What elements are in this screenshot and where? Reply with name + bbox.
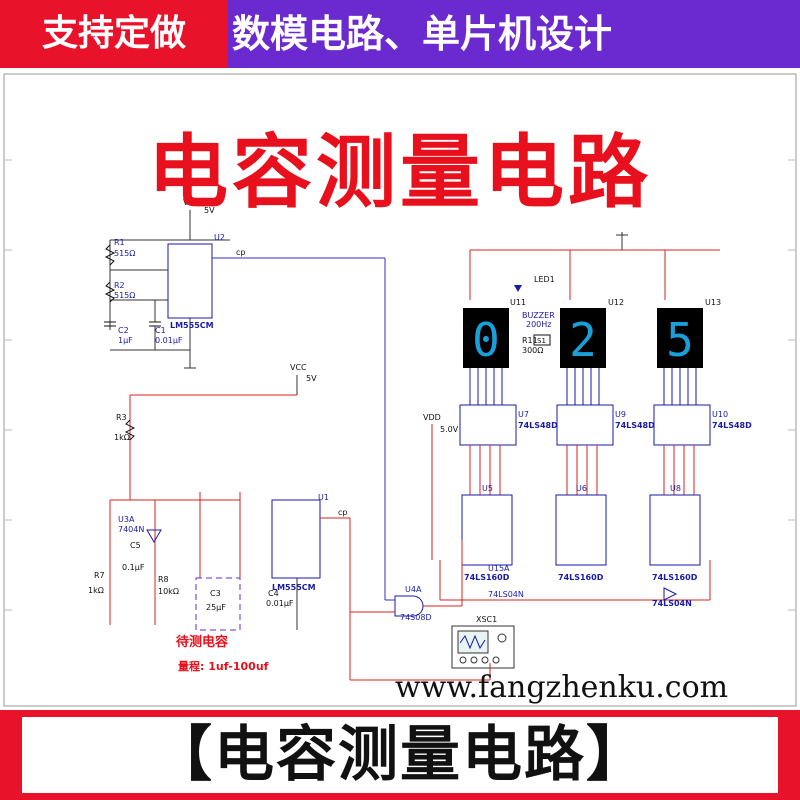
u10-chip <box>653 404 711 446</box>
r1-value: 515Ω <box>114 249 135 258</box>
r11-label: R11 <box>522 336 538 345</box>
measure-u1: VCC 5V R3 1kΩ U3A 7404N C5 0.1μF R7 1kΩ … <box>88 363 351 680</box>
u12-label: U12 <box>608 298 624 307</box>
vcc2-label: VCC <box>290 363 307 372</box>
r1-label: R1 <box>114 238 125 247</box>
bottom-banner: 【电容测量电路】 <box>0 710 800 800</box>
u7-label: U7 <box>518 410 529 419</box>
u4a-label: U4A <box>405 585 422 594</box>
cp2-label: cp <box>338 508 347 517</box>
c2-label: C2 <box>118 326 129 335</box>
r2-label: R2 <box>114 281 125 290</box>
range-label: 量程: 1uf-100uf <box>178 659 269 673</box>
vdd-value: 5.0V <box>440 425 459 434</box>
and-gate-symbol <box>394 595 424 617</box>
u5-chip <box>461 494 513 566</box>
r11-value: 300Ω <box>522 346 543 355</box>
u9-label: U9 <box>615 410 626 419</box>
cap-under-test: 待测电容 <box>175 634 228 650</box>
vcc2-volt: 5V <box>306 374 317 383</box>
custom-banner: 支持定做 <box>0 0 228 68</box>
u3a-part: 7404N <box>118 525 144 534</box>
u6-part: 74LS160D <box>558 573 604 582</box>
u5-part: 74LS160D <box>464 573 510 582</box>
oscillator-u2: VCC 5V R1 515Ω R2 515Ω C2 1μF C1 0.01μF … <box>104 198 386 600</box>
u7-part: 74LS48D <box>518 421 558 430</box>
display-section: LED1 BUZZER 200Hz R11 300Ω S1 U11 U12 U1… <box>350 232 752 681</box>
bottom-title: 【电容测量电路】 <box>22 717 778 793</box>
led1-symbol <box>514 285 522 292</box>
u9-chip <box>556 404 614 446</box>
u7-chip <box>459 404 517 446</box>
u8-chip <box>649 494 701 566</box>
u3a-label: U3A <box>118 515 135 524</box>
service-banner: 数模电路、单片机设计 <box>228 0 800 68</box>
u1-part: LM555CM <box>272 583 316 592</box>
u1-label: U1 <box>318 493 329 502</box>
r2-symbol <box>104 281 116 303</box>
u9-part: 74LS48D <box>615 421 655 430</box>
vdd-label: VDD <box>423 413 441 422</box>
u3a-symbol <box>146 529 162 543</box>
buzzer-label: BUZZER <box>522 311 555 320</box>
u13-label: U13 <box>705 298 721 307</box>
sheet-frame <box>3 73 797 707</box>
r7-value: 1kΩ <box>88 586 104 595</box>
u11-label: U11 <box>510 298 526 307</box>
u5-label: U5 <box>482 484 493 493</box>
buzzer-freq: 200Hz <box>526 320 551 329</box>
inverter-symbol <box>663 587 678 601</box>
c5-value: 0.1μF <box>122 563 145 572</box>
inverter-part: 74LS04N <box>652 599 692 608</box>
c3-box <box>195 577 241 631</box>
page-title: 电容测量电路 <box>148 126 652 219</box>
u6-chip <box>555 494 607 566</box>
cp1-label: cp <box>236 248 245 257</box>
c4-label: C4 <box>268 589 279 598</box>
digit-tens: 2 <box>569 313 597 367</box>
u2-part: LM555CM <box>170 321 214 330</box>
c1-label: C1 <box>155 326 166 335</box>
u6-label: U6 <box>576 484 587 493</box>
vcc1-volt: 5V <box>204 206 215 215</box>
c2-value: 1μF <box>118 336 133 345</box>
frame-ticks <box>4 159 796 611</box>
r8-value: 10kΩ <box>158 587 179 596</box>
c1-value: 0.01μF <box>155 336 183 345</box>
u8-part: 74LS160D <box>652 573 698 582</box>
seven-seg-u13 <box>657 308 703 368</box>
u10-label: U10 <box>712 410 728 419</box>
top-banner: 支持定做 数模电路、单片机设计 <box>0 0 800 68</box>
digit-ones: 5 <box>666 313 694 367</box>
c4-value: 0.01μF <box>266 599 294 608</box>
r2-value: 515Ω <box>114 291 135 300</box>
u15a-label: U15A <box>488 564 510 573</box>
u2-chip <box>167 243 213 319</box>
r7-label: R7 <box>94 571 105 580</box>
c3-label: C3 <box>210 589 221 598</box>
c3-value: 25μF <box>206 603 226 612</box>
led1-label: LED1 <box>534 275 555 284</box>
s1-label: S1 <box>537 337 546 345</box>
xsc1-label: XSC1 <box>476 615 497 624</box>
vcc1-label: VCC <box>183 198 200 207</box>
r3-symbol <box>124 419 136 441</box>
r1-symbol <box>104 244 116 266</box>
c5-label: C5 <box>130 541 141 550</box>
r8-label: R8 <box>158 575 169 584</box>
website-url: www.fangzhenku.com <box>395 670 729 705</box>
digit-hundreds: 0 <box>472 313 500 367</box>
r3-value: 1kΩ <box>114 433 130 442</box>
u1-chip <box>271 499 321 579</box>
u8-label: U8 <box>670 484 681 493</box>
r3-label: R3 <box>116 413 127 422</box>
u4a-part: 74S08D <box>400 613 432 622</box>
u2-label: U2 <box>214 233 225 242</box>
seven-seg-u11 <box>463 308 509 368</box>
seven-seg-u12 <box>560 308 606 368</box>
u15a-part: 74LS04N <box>488 590 524 599</box>
u10-part: 74LS48D <box>712 421 752 430</box>
